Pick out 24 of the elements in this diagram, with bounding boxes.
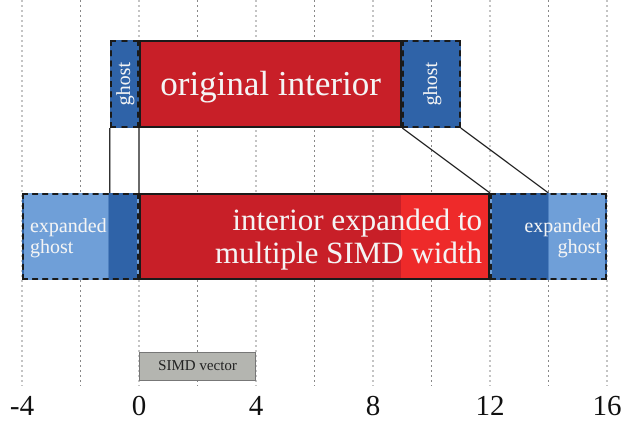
axis-tick-label: 0 — [132, 390, 146, 423]
expanded-ghost-block — [490, 193, 607, 280]
axis-tick-label: 12 — [476, 390, 504, 423]
ghost-cell-block — [110, 40, 139, 128]
axis-tick-label: 4 — [248, 390, 264, 423]
block-label: ghost — [114, 62, 135, 106]
connector-line — [109, 128, 110, 193]
expanded-ghost-block — [22, 193, 139, 280]
connector-line — [460, 127, 549, 194]
connector-line — [138, 128, 140, 193]
block-label: ghost — [421, 62, 442, 106]
axis-tick-label: 16 — [592, 390, 622, 423]
axis-tick-label: -4 — [10, 390, 34, 423]
interior-block — [139, 40, 402, 128]
block-label: expanded ghost — [30, 216, 108, 258]
simd-vector-box — [139, 352, 256, 381]
block-label: interior expanded to multiple SIMD width — [214, 204, 482, 270]
block-label: SIMD vector — [158, 358, 237, 374]
expanded-interior-block — [139, 193, 490, 280]
axis-tick-label: 8 — [366, 390, 380, 423]
ghost-cell-block — [402, 40, 461, 128]
block-label: expanded ghost — [523, 216, 601, 258]
connector-line — [402, 127, 490, 194]
block-label: original interior — [160, 66, 381, 102]
